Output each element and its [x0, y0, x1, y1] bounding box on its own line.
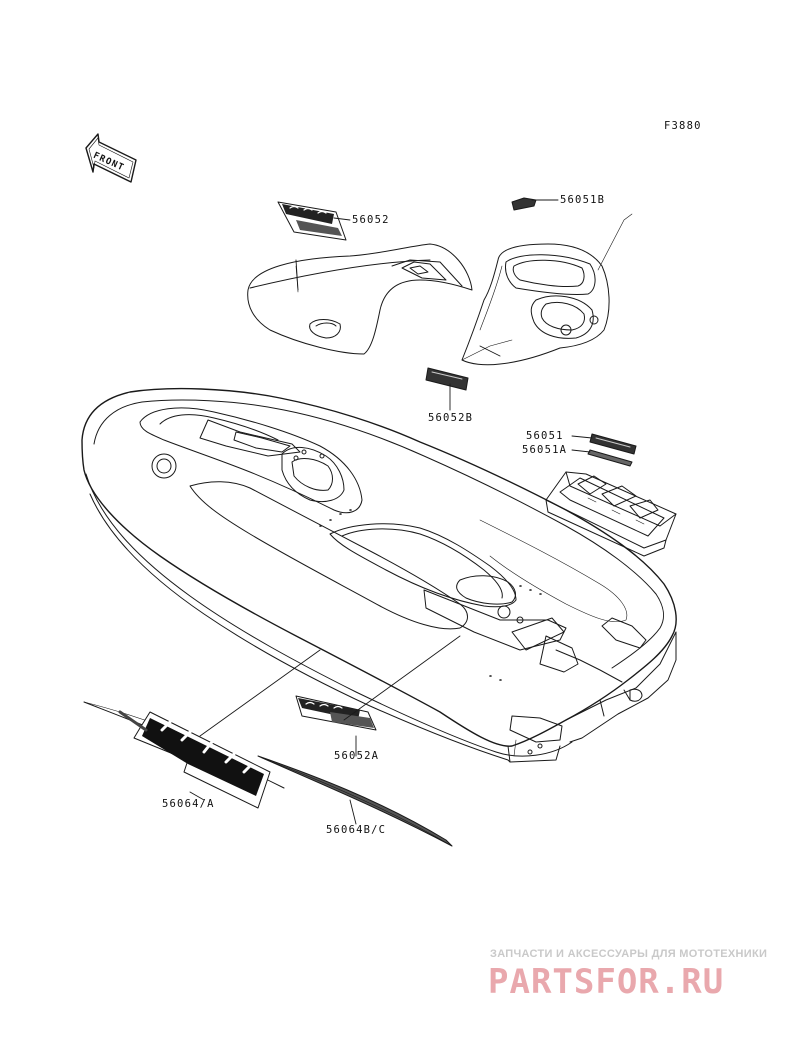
front-arrow-icon	[85, 133, 137, 183]
callout-56064BC: 56064B/C	[326, 824, 387, 836]
figure-code: F3880	[664, 120, 702, 132]
callout-56052A: 56052A	[334, 750, 380, 762]
watermark-tagline: ЗАПЧАСТИ И АКСЕССУАРЫ ДЛЯ МОТОТЕХНИКИ	[490, 948, 768, 960]
callout-56064A: 56064/A	[162, 798, 215, 810]
hull-drawing	[81, 387, 677, 763]
decal-56052A	[295, 695, 377, 731]
seat-drawing	[247, 243, 473, 355]
decal-56051A	[587, 449, 633, 467]
handle-cover-drawing	[461, 243, 610, 366]
callout-56051A: 56051A	[522, 444, 568, 456]
callout-56052: 56052	[352, 214, 390, 226]
callout-56052B: 56052B	[428, 412, 474, 424]
control-box-drawing	[545, 471, 677, 557]
watermark-logo: PARTSFOR.RU	[488, 962, 725, 1002]
callout-56051: 56051	[526, 430, 564, 442]
decal-56051B	[511, 197, 537, 211]
decal-stripe	[257, 755, 453, 847]
decal-56052	[277, 201, 347, 241]
decal-jetski	[83, 701, 285, 809]
leader-lines	[189, 199, 633, 825]
decal-56052B	[425, 367, 469, 391]
callout-56051B: 56051B	[560, 194, 606, 206]
decal-56051	[589, 433, 637, 455]
